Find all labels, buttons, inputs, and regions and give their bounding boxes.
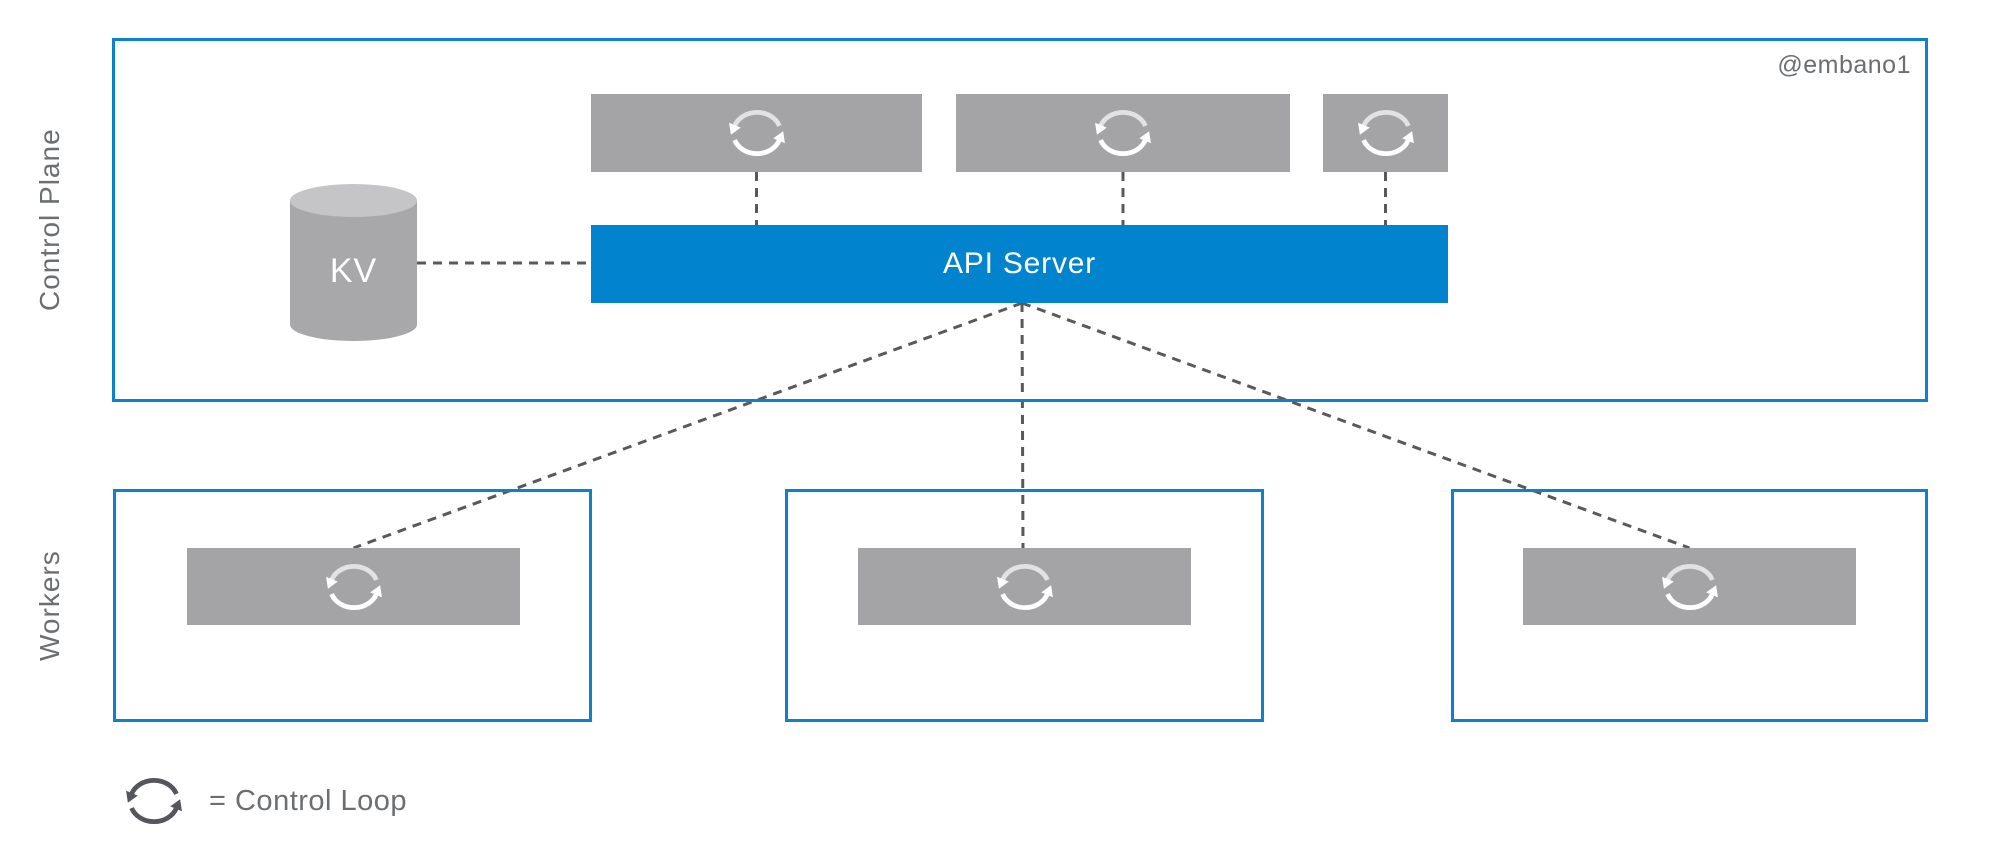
control-loop-icon xyxy=(1091,106,1155,160)
control-loop-icon xyxy=(1354,106,1418,160)
workers-label: Workers xyxy=(34,550,65,661)
api-server-label: API Server xyxy=(942,247,1097,280)
control-loop-icon xyxy=(322,560,386,614)
worker-pod-box-2 xyxy=(858,548,1191,625)
connector-apiserver-worker1 xyxy=(352,301,1023,550)
control-loop-icon xyxy=(1658,560,1722,614)
legend: = Control Loop xyxy=(121,774,407,828)
kv-store-cylinder-body xyxy=(290,200,417,324)
control-loop-icon xyxy=(121,774,187,828)
kv-label: KV xyxy=(329,252,378,290)
worker-box-1 xyxy=(113,489,592,722)
control-plane-label: Control Plane xyxy=(34,128,65,312)
legend-text: = Control Loop xyxy=(209,784,408,817)
worker-pod-box-3 xyxy=(1523,548,1856,625)
control-loop-icon xyxy=(725,106,789,160)
attribution-label: @embano1 xyxy=(1777,51,1911,79)
control-plane-box: @embano1 xyxy=(112,38,1928,402)
worker-pod-box-1 xyxy=(187,548,520,625)
worker-box-3 xyxy=(1451,489,1928,722)
kv-store-cylinder-top xyxy=(290,184,417,217)
control-loop-icon xyxy=(993,560,1057,614)
api-server-box: API Server xyxy=(591,225,1448,303)
controller-box-2 xyxy=(956,94,1290,172)
controller-box-3 xyxy=(1323,94,1448,172)
kv-store-cylinder-bottom xyxy=(290,308,417,341)
controller-box-1 xyxy=(591,94,922,172)
worker-box-2 xyxy=(785,489,1264,722)
connector-apiserver-worker3 xyxy=(1021,301,1691,550)
connector-apiserver-worker2 xyxy=(1020,302,1025,549)
